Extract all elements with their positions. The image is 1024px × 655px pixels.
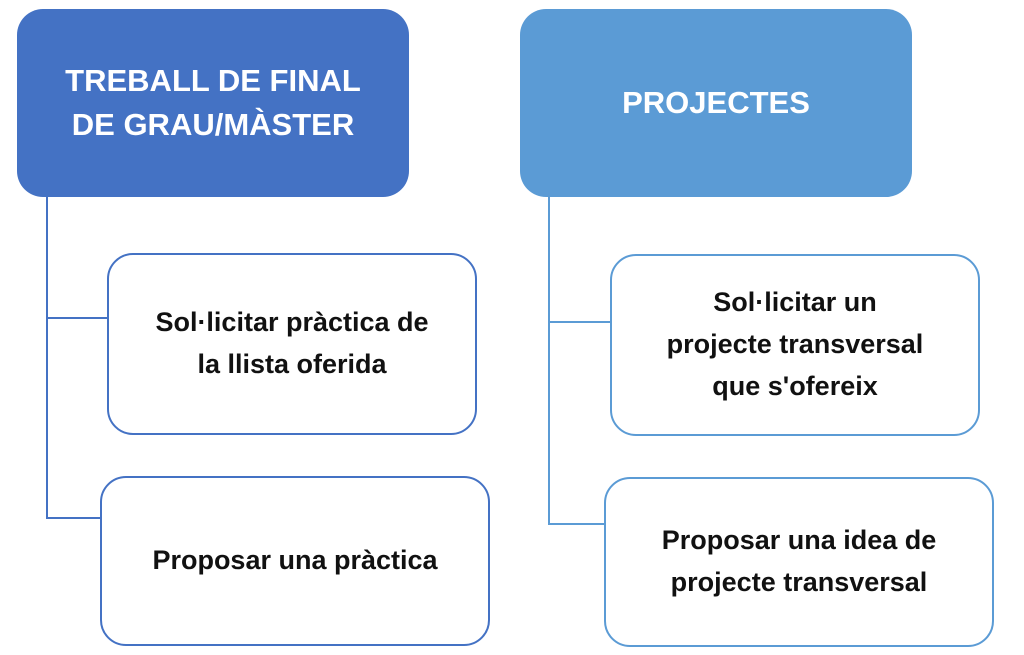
header-projectes-label: PROJECTES	[622, 84, 810, 120]
node-sollicitar-practica: Sol·licitar pràctica de la llista oferid…	[107, 253, 477, 435]
connector-left-2	[46, 318, 100, 519]
node-proposar-projecte-label: Proposar una idea de projecte transversa…	[661, 525, 937, 597]
connector-right-1	[548, 197, 610, 323]
connector-right-2	[548, 322, 604, 525]
node-proposar-practica-label: Proposar una pràctica	[152, 545, 438, 576]
node-sollicitar-projecte-label: Sol·licitar un projecte transversal que …	[666, 287, 924, 401]
node-sollicitar-projecte: Sol·licitar un projecte transversal que …	[610, 254, 980, 436]
header-treball-final: TREBALL DE FINAL DE GRAU/MÀSTER	[17, 9, 409, 197]
node-sollicitar-practica-label: Sol·licitar pràctica de la llista oferid…	[155, 307, 429, 379]
connector-left-1	[46, 197, 107, 319]
node-proposar-practica: Proposar una pràctica	[100, 476, 490, 646]
header-treball-final-label: TREBALL DE FINAL DE GRAU/MÀSTER	[65, 62, 361, 142]
node-proposar-projecte: Proposar una idea de projecte transversa…	[604, 477, 994, 647]
header-projectes: PROJECTES	[520, 9, 912, 197]
